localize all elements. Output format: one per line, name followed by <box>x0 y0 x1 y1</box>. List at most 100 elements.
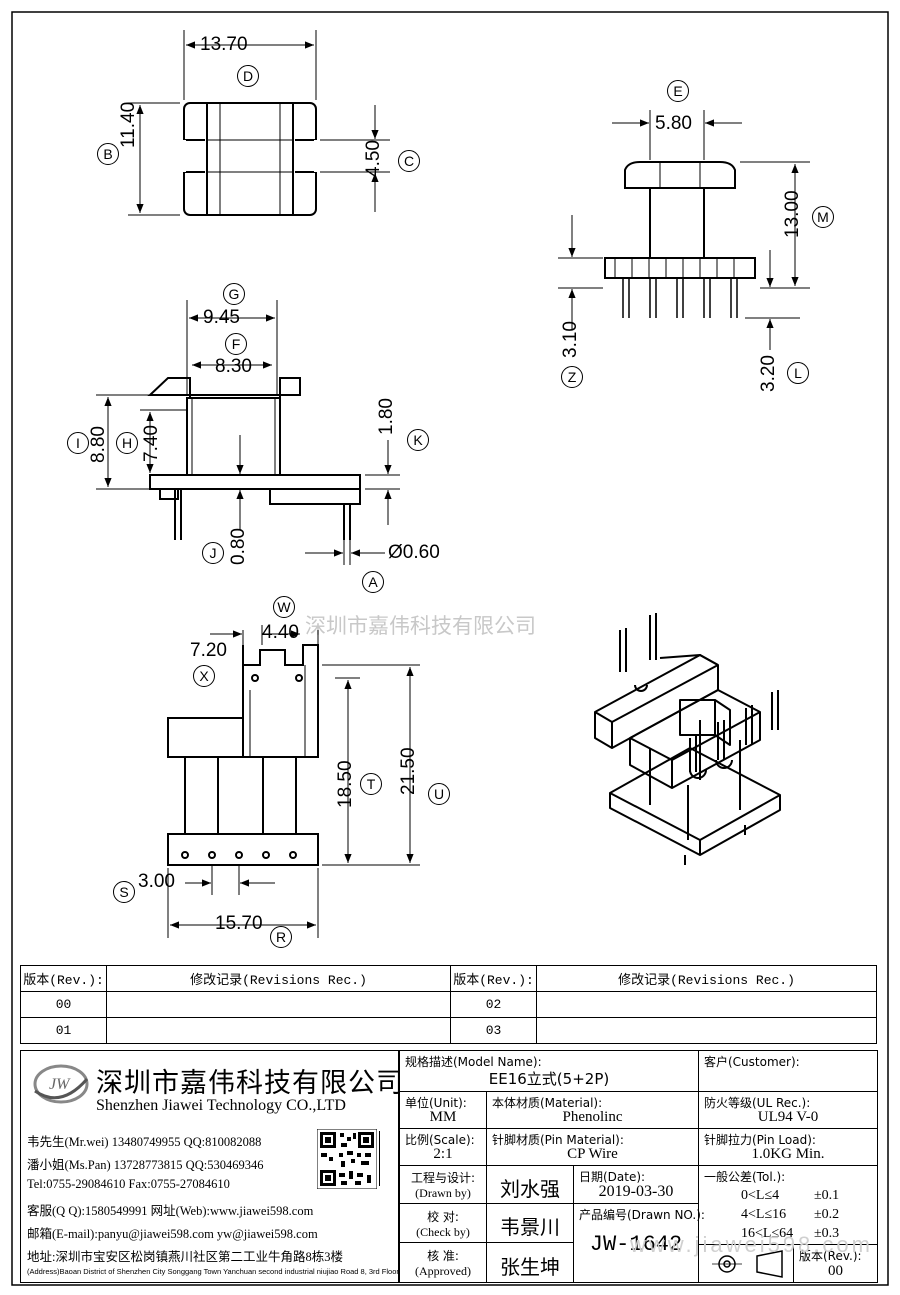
bubble-H: H <box>116 432 138 454</box>
drawn-by-value: 刘水强 <box>500 1177 560 1201</box>
pin-load-label: 针脚拉力(Pin Load): <box>704 1133 816 1147</box>
ul-value: UL94 V-0 <box>757 1109 819 1125</box>
check-by-label: 校 对: <box>427 1210 459 1224</box>
unit-label: 单位(Unit): <box>405 1096 467 1110</box>
rev-header-left: 版本(Rev.): <box>20 965 107 992</box>
customer-cell: 客户(Customer): <box>698 1050 878 1092</box>
isometric-view <box>594 613 781 865</box>
model-value: EE16立式(5+2P) <box>488 1070 610 1088</box>
approved-label: 核 准: <box>427 1249 459 1263</box>
rev-header-right: 版本(Rev.): <box>450 965 537 992</box>
bottom-side-view-dims <box>167 625 420 938</box>
bubble-M: M <box>812 206 834 228</box>
drawn-by-label-en: (Drawn by) <box>415 1186 471 1200</box>
bubble-T: T <box>360 773 382 795</box>
projection-symbol-icon <box>712 1250 783 1278</box>
company-name-cn: 深圳市嘉伟科技有限公司 <box>96 1068 404 1099</box>
date-label: 日期(Date): <box>579 1170 646 1184</box>
bubble-I: I <box>67 432 89 454</box>
rev-cell: 00 <box>20 991 107 1018</box>
company-panel: JW 深圳市嘉伟科技有限公司 Shenzhen Jiawei Technolog… <box>20 1050 403 1283</box>
bubble-S: S <box>113 881 135 903</box>
bubble-B: B <box>97 143 119 165</box>
address-cn: 地址:深圳市宝安区松岗镇燕川社区第二工业牛角路8栋3楼 <box>27 1250 343 1264</box>
rec-cell <box>536 991 877 1018</box>
top-view-dims <box>128 30 390 216</box>
bubble-U: U <box>428 783 450 805</box>
tol-range: 4<L≤16 <box>741 1207 787 1222</box>
dim-R-value: 15.70 <box>215 913 263 934</box>
check-by-value: 韦景川 <box>500 1215 560 1239</box>
approved-label-en: (Approved) <box>415 1264 471 1278</box>
contact-line: Tel:0755-29084610 Fax:0755-27084610 <box>27 1177 230 1191</box>
contact-line: 韦先生(Mr.wei) 13480749955 QQ:810082088 <box>27 1135 262 1149</box>
bubble-W: W <box>273 596 295 618</box>
dim-X-value: 7.20 <box>190 640 227 661</box>
material-cell: 本体材质(Material): Phenolinc <box>486 1091 699 1129</box>
check-by-cell: 韦景川 <box>486 1203 574 1243</box>
pin-material-label: 针脚材质(Pin Material): <box>492 1133 624 1147</box>
pin-load-cell: 针脚拉力(Pin Load): 1.0KG Min. <box>698 1128 878 1166</box>
bubble-J: J <box>202 542 224 564</box>
bubble-L: L <box>787 362 809 384</box>
projection-cell <box>698 1244 794 1283</box>
rec-header-right: 修改记录(Revisions Rec.) <box>536 965 877 992</box>
dim-S-value: 3.00 <box>138 871 175 892</box>
dim-M-value: 13.00 <box>782 190 803 238</box>
scale-label: 比例(Scale): <box>405 1133 475 1147</box>
bubble-D: D <box>237 65 259 87</box>
page-frame <box>11 11 889 1286</box>
bubble-R: R <box>270 926 292 948</box>
drawn-by-label-cell: 工程与设计: (Drawn by) <box>399 1165 487 1204</box>
svg-text:JW: JW <box>49 1076 71 1093</box>
model-label: 规格描述(Model Name): <box>405 1055 542 1069</box>
company-logo: JW <box>33 1064 89 1104</box>
rev-cell: 01 <box>20 1017 107 1044</box>
tol-range: 0<L≤4 <box>741 1188 780 1203</box>
bubble-C: C <box>398 150 420 172</box>
bubble-A: A <box>362 571 384 593</box>
watermark-text: 深圳市嘉伟科技有限公司 <box>305 614 536 638</box>
approved-label-cell: 核 准: (Approved) <box>399 1242 487 1283</box>
dim-F-value: 8.30 <box>215 356 252 377</box>
dim-G-value: 9.45 <box>203 307 240 328</box>
side-view-dims <box>558 110 810 350</box>
pin-material-value: CP Wire <box>567 1146 618 1162</box>
rev-cell-bottom: 版本(Rev.): 00 <box>793 1244 878 1283</box>
check-by-label-cell: 校 对: (Check by) <box>399 1203 487 1243</box>
unit-cell: 单位(Unit): MM <box>399 1091 487 1129</box>
scale-value: 2:1 <box>433 1146 453 1162</box>
ul-label: 防火等级(UL Rec.): <box>704 1096 811 1110</box>
dim-K-value: 1.80 <box>376 398 397 435</box>
bubble-Z: Z <box>561 366 583 388</box>
dim-E-value: 5.80 <box>655 113 692 134</box>
dim-U-value: 21.50 <box>398 747 419 795</box>
rec-cell <box>106 991 451 1018</box>
drawing-no-label: 产品编号(Drawn NO.): <box>579 1208 705 1222</box>
front-view-dims <box>96 300 400 565</box>
model-cell: 规格描述(Model Name): EE16立式(5+2P) <box>399 1050 699 1092</box>
tol-range: 16<L≤64 <box>741 1226 794 1241</box>
material-label: 本体材质(Material): <box>492 1096 603 1110</box>
qr-code <box>317 1129 377 1189</box>
address-en: (Address)Baoan District of Shenzhen City… <box>27 1267 399 1276</box>
bubble-E: E <box>667 80 689 102</box>
dim-A-value: Ø0.60 <box>388 542 440 563</box>
bottom-side-view <box>167 644 319 866</box>
contact-line: 邮箱(E-mail):panyu@jiawei598.com yw@jiawei… <box>27 1227 318 1241</box>
bubble-X: X <box>193 665 215 687</box>
dim-W-value: 4.40 <box>262 622 299 643</box>
unit-value: MM <box>429 1109 457 1125</box>
rec-cell <box>536 1017 877 1044</box>
front-view <box>147 377 361 540</box>
dim-J-value: 0.80 <box>228 528 249 565</box>
approved-cell: 张生坤 <box>486 1242 574 1283</box>
tol-value: ±0.2 <box>814 1207 840 1222</box>
qr-side-text <box>379 1131 392 1186</box>
dim-Z-value: 3.10 <box>560 321 581 358</box>
contact-line: 潘小姐(Ms.Pan) 13728773815 QQ:530469346 <box>27 1158 264 1172</box>
dim-H-value: 7.40 <box>141 425 162 462</box>
tol-value: ±0.3 <box>814 1226 840 1241</box>
rev-cell: 02 <box>450 991 537 1018</box>
contact-line: 客服(Q Q):1580549991 网址(Web):www.jiawei598… <box>27 1204 314 1218</box>
